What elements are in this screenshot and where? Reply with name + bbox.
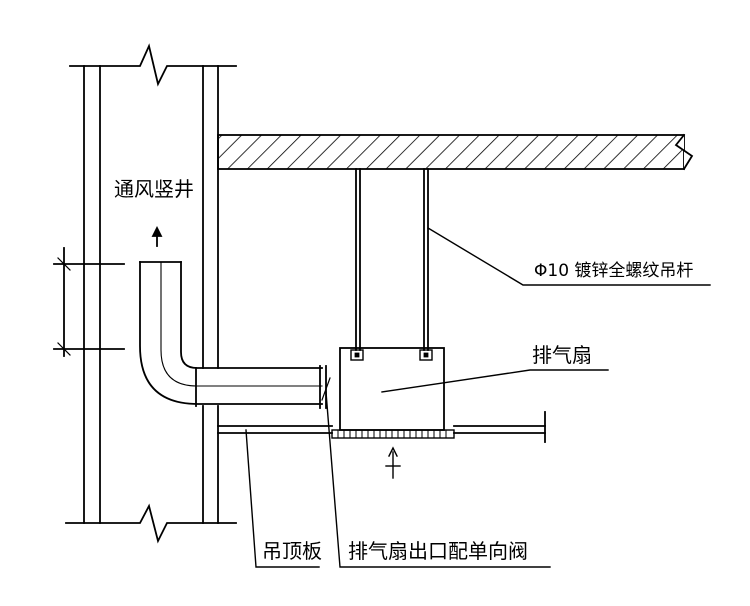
label-exhaust-fan: 排气扇 <box>532 343 592 367</box>
exhaust-fan-box <box>331 347 455 439</box>
check-valve-diag <box>321 377 331 401</box>
concrete-slab <box>217 133 694 171</box>
fan-leader-line <box>381 369 609 393</box>
airflow-arrow-into-fan <box>385 446 401 479</box>
label-hanger-rod: Φ10 镀锌全螺纹吊杆 <box>534 261 693 281</box>
leader-lines <box>245 227 711 568</box>
fan-bracket-right <box>419 349 433 361</box>
label-ceiling-board: 吊顶板 <box>262 539 322 563</box>
exhaust-duct-elbow <box>139 261 331 409</box>
dimension-tick-bottom <box>57 342 71 356</box>
ceiling-leader-line <box>245 429 320 568</box>
label-ventilation-shaft: 通风竖井 <box>114 177 194 201</box>
duct-outer-edge <box>139 261 323 405</box>
fan-grille-slots <box>337 430 447 438</box>
valve-leader-line <box>325 391 551 568</box>
fan-bracket-left <box>350 349 364 361</box>
dimension-tick-top <box>57 257 71 271</box>
fan-bracket-left-inner <box>354 352 360 358</box>
shaft-bottom-break-line <box>65 503 237 544</box>
airflow-arrow-up <box>151 225 163 247</box>
slab-break-mark <box>674 133 694 171</box>
slab-hatch <box>217 134 685 170</box>
label-check-valve: 排气扇出口配单向阀 <box>348 539 528 563</box>
hanger-rods <box>355 168 429 351</box>
fan-bracket-right-inner <box>423 352 429 358</box>
ventilation-shaft <box>53 43 237 544</box>
shaft-top-break-line <box>69 43 237 87</box>
suspended-ceiling <box>217 411 546 443</box>
fan-grille <box>331 429 455 439</box>
rod-leader-line <box>427 227 711 286</box>
duct-inner-edge <box>180 261 323 369</box>
